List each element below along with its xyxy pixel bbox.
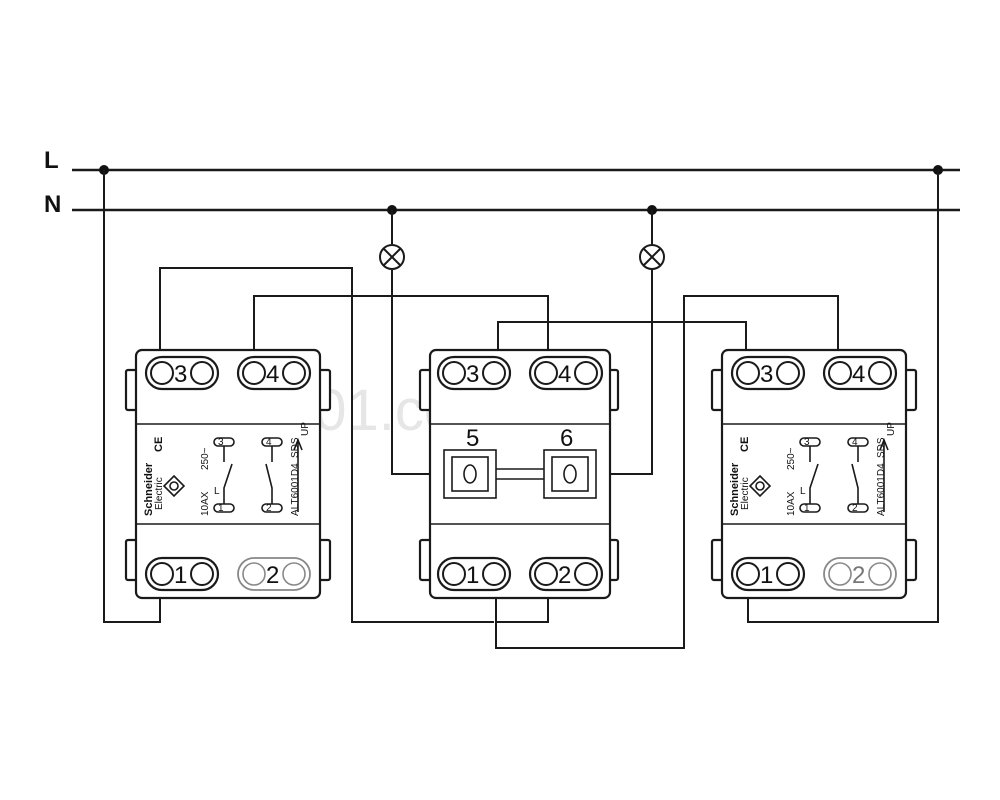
ce-mark: CE: [739, 437, 751, 452]
up-text: UP: [300, 422, 311, 436]
contact-label: 2: [852, 503, 858, 514]
brand-sub: Electric: [154, 477, 165, 510]
voltage-text: 250~: [786, 447, 797, 470]
model-text: ALT6001D4: [876, 463, 887, 516]
terminal-label: 2: [266, 562, 279, 589]
contact-label: 4: [266, 437, 272, 448]
rail-N: N: [44, 191, 960, 218]
contact-label: 3: [804, 437, 810, 448]
contact-schematic: 3 4 L 1 2: [799, 437, 889, 514]
label-panel: Schneider Electric CE 10AX 250~ ALT6001D…: [729, 422, 897, 516]
contact-label: L: [214, 486, 220, 497]
key-label-5: 5: [466, 425, 479, 452]
contact-label: 1: [804, 503, 810, 514]
contact-label: 2: [266, 503, 272, 514]
terminal-label: 2: [852, 562, 865, 589]
terminal-label: 1: [760, 562, 773, 589]
rail-label-L: L: [44, 147, 59, 174]
rating-text: 10AX: [200, 491, 211, 516]
switch-middle: 3 4 1 2 5 6: [418, 348, 620, 600]
terminal-label: 1: [174, 562, 187, 589]
rail-L: L: [44, 147, 960, 174]
brand-name: Schneider: [143, 462, 155, 516]
terminal-label: 3: [760, 361, 773, 388]
rail-label-N: N: [44, 191, 61, 218]
terminal-label: 4: [852, 361, 865, 388]
contact-schematic: 3 4 L 1 2: [213, 437, 303, 514]
contact-label: 1: [218, 503, 224, 514]
brand-name: Schneider: [729, 462, 741, 516]
contact-label: L: [800, 486, 806, 497]
switch-right: 3 4 1 2 Schneider Electric CE 10AX 250~ …: [710, 348, 918, 600]
key-6: [543, 449, 597, 499]
terminal-label: 3: [174, 361, 187, 388]
contact-label: 3: [218, 437, 224, 448]
model-text: ALT6001D4: [290, 463, 301, 516]
ce-mark: CE: [153, 437, 165, 452]
lamp-icon: [379, 244, 405, 270]
voltage-text: 250~: [200, 447, 211, 470]
contact-label: 4: [852, 437, 858, 448]
certification-mark-icon: [162, 474, 186, 498]
lamp-icon: [639, 244, 665, 270]
terminal-label: 3: [466, 361, 479, 388]
terminal-label: 4: [558, 361, 571, 388]
terminal-label: 2: [558, 562, 571, 589]
up-text: UP: [886, 422, 897, 436]
terminal-label: 1: [466, 562, 479, 589]
rating-text: 10AX: [786, 491, 797, 516]
wires: [103, 170, 939, 649]
switch-left: 3 4 1 2 Schneider Electric CE 10AX 250~ …: [124, 348, 332, 600]
key-5: [443, 449, 497, 499]
certification-mark-icon: [748, 474, 772, 498]
brand-sub: Electric: [740, 477, 751, 510]
key-label-6: 6: [560, 425, 573, 452]
terminal-label: 4: [266, 361, 279, 388]
